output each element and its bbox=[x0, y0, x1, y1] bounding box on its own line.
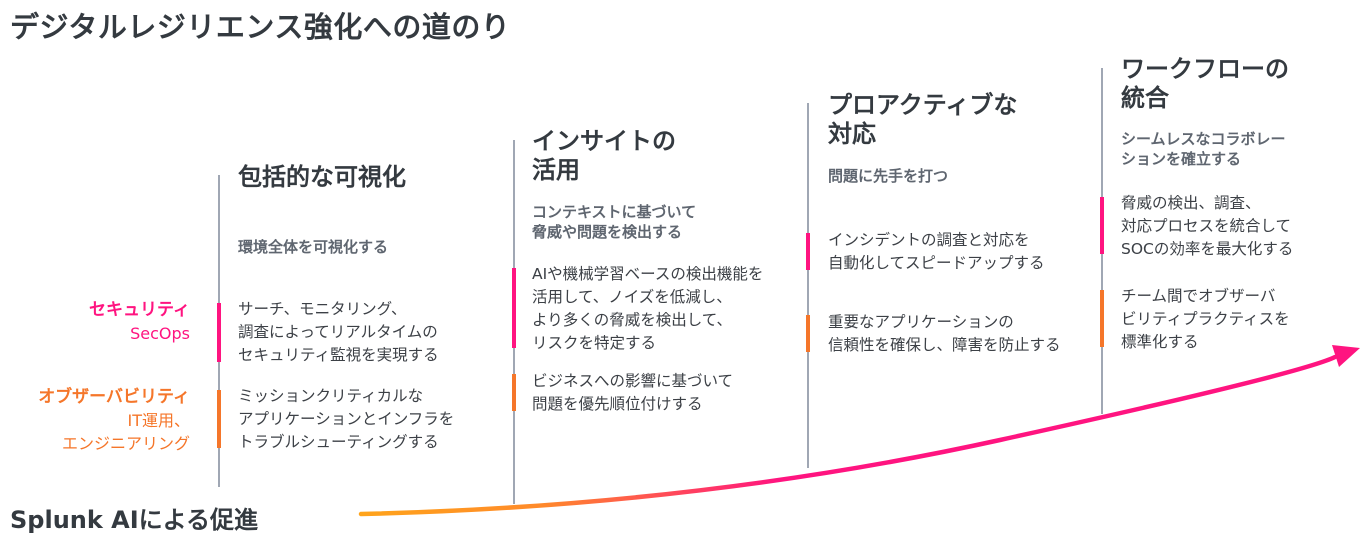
page-title: デジタルレジリエンス強化への道のり bbox=[10, 10, 511, 44]
stage-1-security-marker bbox=[217, 303, 221, 362]
stage-2-subheading: コンテキストに基づいて 脅威や問題を検出する bbox=[532, 203, 697, 241]
stage-2-heading: インサイトの 活用 bbox=[532, 127, 676, 184]
stage-1-heading: 包括的な可視化 bbox=[238, 163, 406, 191]
stage-4-security-text: 脅威の検出、調査、 対応プロセスを統合して SOCの効率を最大化する bbox=[1121, 194, 1294, 258]
stage-1-observability-marker bbox=[217, 390, 221, 448]
stage-1-subheading: 環境全体を可視化する bbox=[238, 238, 389, 256]
observability-lane-subtitle: IT運用、 エンジニアリング bbox=[61, 411, 190, 453]
stage-3-heading: プロアクティブな 対応 bbox=[828, 91, 1018, 148]
security-lane-subtitle: SecOps bbox=[130, 324, 190, 343]
stage-2-observability-marker bbox=[512, 374, 516, 411]
stage-3-subheading: 問題に先手を打つ bbox=[828, 167, 949, 185]
stage-1-observability-text: ミッションクリティカルな アプリケーションとインフラを トラブルシューティングす… bbox=[238, 387, 455, 451]
lane-label-security: セキュリティ SecOps bbox=[89, 298, 190, 345]
stage-3-observability-marker bbox=[806, 315, 810, 352]
stage-2-security-marker bbox=[512, 268, 516, 348]
stage-3-observability-text: 重要なアプリケーションの 信頼性を確保し、障害を防止する bbox=[828, 313, 1061, 354]
stage-4-observability-marker bbox=[1100, 290, 1104, 347]
footer-caption: Splunk AIによる促進 bbox=[10, 506, 258, 534]
stage-4-security-marker bbox=[1100, 197, 1104, 254]
security-lane-title: セキュリティ bbox=[89, 300, 190, 320]
stage-3-guide-line bbox=[807, 103, 809, 468]
stage-2-security-text: AIや機械学習ベースの検出機能を 活用して、ノイズを低減し、 より多くの脅威を検… bbox=[532, 265, 764, 352]
stage-1-security-text: サーチ、モニタリング、 調査によってリアルタイムの セキュリティ監視を実現する bbox=[238, 300, 439, 364]
stage-4-heading: ワークフローの 統合 bbox=[1121, 55, 1289, 112]
stage-4-subheading: シームレスなコラボレー ションを確立する bbox=[1121, 130, 1286, 168]
stage-3-security-marker bbox=[806, 233, 810, 270]
stage-4-observability-text: チーム間でオブザーバ ビリティプラクティスを 標準化する bbox=[1121, 287, 1290, 351]
stage-3-security-text: インシデントの調査と対応を 自動化してスピードアップする bbox=[828, 231, 1045, 272]
lane-label-observability: オブザーバビリティ IT運用、 エンジニアリング bbox=[38, 385, 190, 455]
observability-lane-title: オブザーバビリティ bbox=[38, 387, 190, 407]
stage-2-observability-text: ビジネスへの影響に基づいて 問題を優先順位付けする bbox=[532, 372, 734, 413]
